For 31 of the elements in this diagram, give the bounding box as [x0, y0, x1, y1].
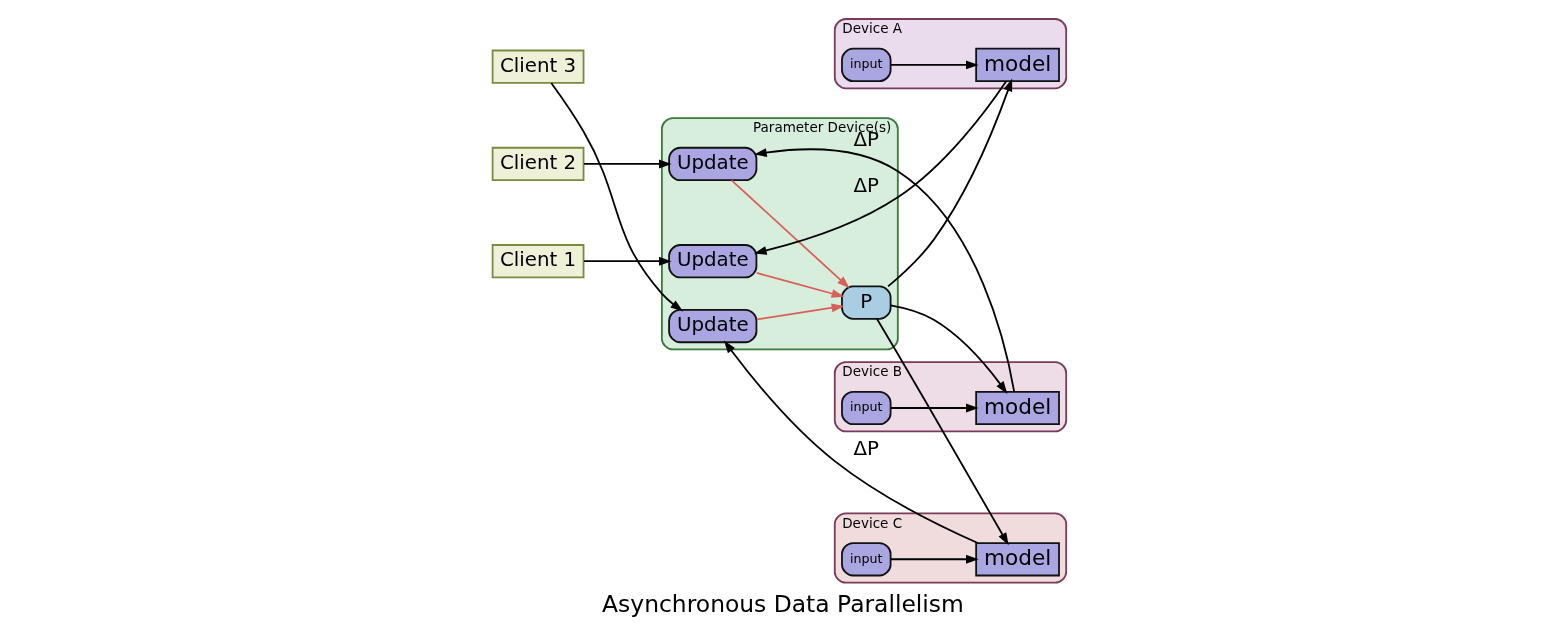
arrow [755, 272, 844, 298]
edge-label: ΔP [853, 173, 879, 197]
node-box: input [840, 542, 891, 577]
arrow [889, 60, 979, 70]
node-box: Client 3 [491, 49, 584, 84]
node-box: input [840, 390, 891, 426]
node-box: model [974, 390, 1060, 426]
node-box: model [974, 542, 1060, 577]
node-box: input [840, 47, 891, 83]
arrow [755, 303, 844, 321]
node-box: Update [667, 308, 757, 344]
node-box: P [840, 285, 891, 320]
node-box: Client 2 [491, 146, 584, 182]
node-box: Client 1 [491, 244, 584, 279]
arrow [889, 403, 979, 413]
arrow [875, 318, 1009, 546]
node-box: model [974, 47, 1060, 83]
arrow [582, 159, 672, 169]
arrow [753, 148, 1015, 393]
node-box: Update [667, 244, 757, 279]
node-box: Update [667, 146, 757, 182]
caption: Asynchronous Data Parallelism [601, 590, 964, 619]
arrow [753, 80, 1007, 255]
arrow [889, 554, 979, 564]
arrow [730, 179, 850, 289]
arrow [723, 340, 979, 544]
arrow [582, 256, 672, 266]
arrow [889, 304, 1007, 394]
edge-label: ΔP [853, 437, 879, 461]
arrow [549, 82, 683, 312]
arrow [886, 78, 1012, 288]
